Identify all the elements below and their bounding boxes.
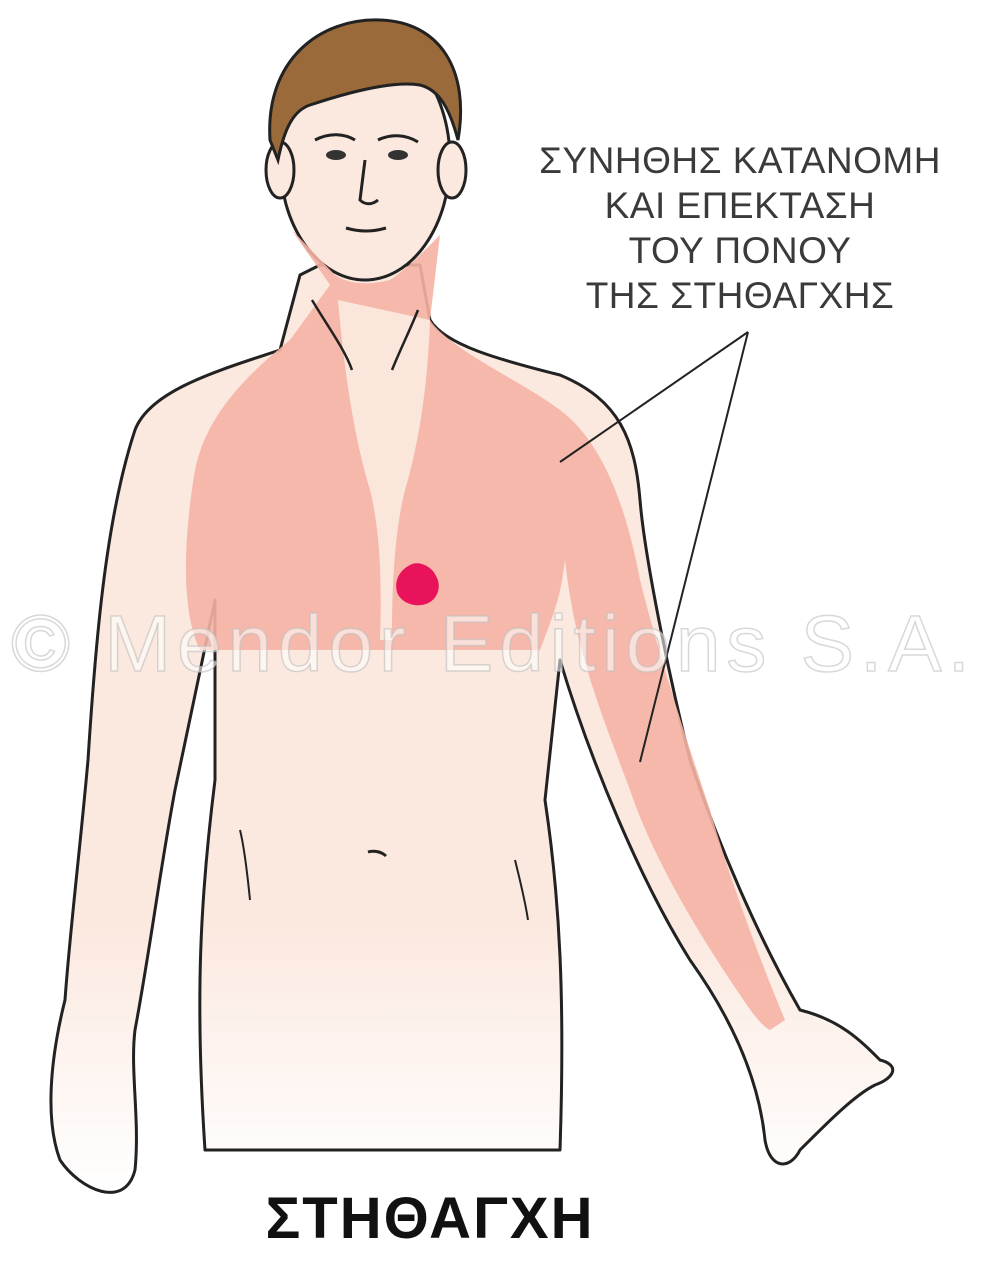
- annotation-line: ΚΑΙ ΕΠΕΚΤΑΣΗ: [505, 183, 975, 228]
- annotation-line: ΣΥΝΗΘΗΣ ΚΑΤΑΝΟΜΗ: [505, 138, 975, 183]
- annotation-line: ΤΟΥ ΠΟΝΟΥ: [505, 228, 975, 273]
- right-ear: [438, 142, 466, 198]
- figure-caption: ΣΤΗΘΑΓΧΗ: [0, 1185, 860, 1252]
- left-eye: [326, 150, 346, 160]
- copyright-watermark: © Mendor Editions S.A.: [0, 598, 987, 690]
- annotation-line: ΤΗΣ ΣΤΗΘΑΓΧΗΣ: [505, 273, 975, 318]
- pain-annotation: ΣΥΝΗΘΗΣ ΚΑΤΑΝΟΜΗ ΚΑΙ ΕΠΕΚΤΑΣΗ ΤΟΥ ΠΟΝΟΥ …: [505, 138, 975, 318]
- right-eye: [388, 150, 408, 160]
